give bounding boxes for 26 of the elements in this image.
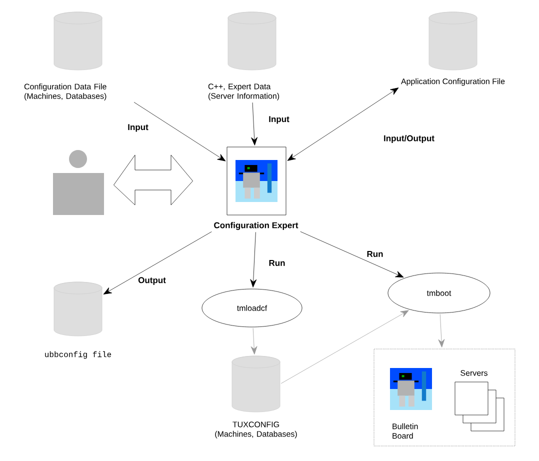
arrow — [250, 328, 258, 354]
arrow — [103, 231, 212, 294]
cylinder-label: ubbconfig file — [45, 351, 112, 359]
edge-label: Run — [366, 250, 384, 258]
arrow — [134, 102, 226, 162]
group-frame — [374, 348, 516, 446]
arrow — [287, 88, 399, 161]
node-label: Servers — [460, 370, 488, 376]
cylinder-label: Application Configuration File — [400, 78, 505, 86]
arrow — [438, 314, 445, 348]
arrow — [250, 232, 257, 288]
arrow — [251, 102, 258, 146]
cylinder-label: Configuration Data File (Machines, Databases) — [24, 84, 106, 100]
arrow — [300, 231, 404, 278]
node-label: Bulletin Board — [392, 423, 418, 439]
edge-label: Output — [137, 276, 167, 286]
edge-label: Input — [268, 115, 290, 125]
cylinder-label: C++, Expert Data (Server Information) — [208, 84, 280, 100]
edge-label: Input/Output — [382, 134, 436, 144]
edge-label: Input — [126, 123, 150, 133]
node-label: Configuration Expert — [214, 222, 298, 230]
cylinder-label: TUXCONFIG (Machines, Databases) — [215, 422, 297, 438]
arrow — [280, 310, 409, 384]
person-figure — [53, 150, 104, 215]
edge-label: Run — [268, 259, 286, 267]
arrow — [114, 154, 193, 206]
